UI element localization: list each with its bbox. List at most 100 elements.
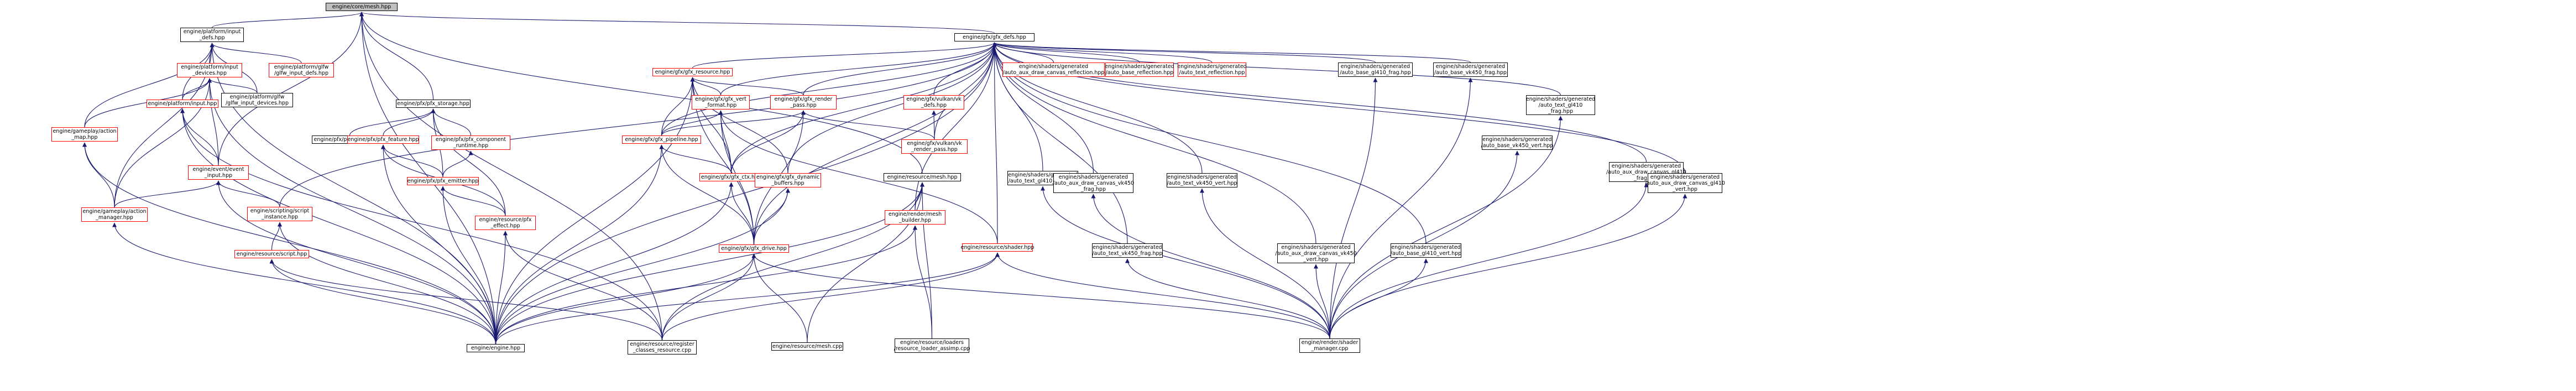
edge-gfx_drive-to-gfx_ctx xyxy=(729,182,755,245)
edge-gfx_pipeline-to-gfx_resource xyxy=(661,77,695,136)
edge-engine-to-res_shader xyxy=(495,252,1000,345)
node-vulkan-vk-defs[interactable]: engine/gfx/vulkan/vk _defs.hpp xyxy=(903,95,964,110)
node-gfx-render-pass[interactable]: engine/gfx/gfx_render _pass.hpp xyxy=(770,95,837,110)
edge-gfx_dyn_buf-to-gfx_defs xyxy=(787,42,997,174)
node-shader-base-gl410-frag[interactable]: engine/shaders/generated /auto_base_gl41… xyxy=(1338,62,1413,77)
node-gfx-pipeline[interactable]: engine/gfx/gfx_pipeline.hpp xyxy=(622,135,701,144)
node-glfw-input-devices[interactable]: engine/platform/glfw /glfw_input_devices… xyxy=(221,93,293,107)
node-resource-script[interactable]: engine/resource/script.hpp xyxy=(234,250,309,258)
node-gfx-ctx[interactable]: engine/gfx/gfx_ctx.hpp xyxy=(699,173,763,181)
node-shader-base-reflection[interactable]: engine/shaders/generated /auto_base_refl… xyxy=(1105,62,1174,77)
edge-engine-to-ev_input xyxy=(216,180,497,345)
edge-p_input-to-pinput_devices xyxy=(182,78,212,100)
edge-pfx_storage-to-mesh xyxy=(359,12,434,100)
edge-ev_input-to-pinput_devices xyxy=(207,78,219,166)
node-platform-input-devices[interactable]: engine/platform/input _devices.hpp xyxy=(177,63,242,77)
edge-glfw_input_defs-to-pinput_defs xyxy=(210,43,302,64)
node-render-mesh-builder[interactable]: engine/render/mesh _builder.hpp xyxy=(885,210,945,225)
edge-engine-to-gfx_ctx xyxy=(495,182,734,345)
edge-shader_mgr-to-gfx_drive xyxy=(751,253,1330,339)
node-script-instance[interactable]: engine/scripting/script _instance.hpp xyxy=(247,207,312,221)
node-resource-mesh-cpp[interactable]: engine/resource/mesh.cpp xyxy=(771,342,843,351)
edge-vk_render_pass-to-gfx_render_pass xyxy=(801,110,935,140)
node-shader-canvas-gl410-vert[interactable]: engine/shaders/generated /auto_aux_draw_… xyxy=(1645,173,1725,193)
node-core-mesh[interactable]: engine/core/mesh.hpp xyxy=(326,3,398,11)
edge-gfx_pipeline-to-gfx_render_pass xyxy=(661,110,806,136)
node-resource-shader[interactable]: engine/resource/shader.hpp xyxy=(960,243,1034,252)
edge-pfx_emitter-to-pfx_comp_rt xyxy=(442,150,473,178)
edge-ev_input-to-mesh xyxy=(218,12,364,166)
node-resource-loader-assimp[interactable]: engine/resource/loaders /resource_loader… xyxy=(893,338,970,353)
node-platform-input-defs[interactable]: engine/platform/input _defs.hpp xyxy=(180,28,244,42)
edge-reg_classes-to-mesh xyxy=(359,12,663,341)
edge-pinput_defs-to-mesh xyxy=(211,12,364,28)
edge-engine-to-res_script xyxy=(269,259,497,345)
node-shader-canvas-vk450-frag[interactable]: engine/shaders/generated /auto_aux_draw_… xyxy=(1052,173,1135,193)
edge-gfx_pipeline-to-gfx_defs xyxy=(661,42,997,136)
edge-sh_base_vk450_frag-to-gfx_defs xyxy=(992,42,1471,63)
edge-loader_assimp-to-rend_mesh_builder xyxy=(913,225,933,339)
edge-sh_base_refl-to-gfx_defs xyxy=(992,42,1140,63)
node-gameplay-action-map[interactable]: engine/gameplay/action _map.hpp xyxy=(51,127,118,142)
edge-reg_classes-to-p_input xyxy=(180,108,663,341)
edge-engine-to-res_mesh xyxy=(495,182,924,345)
edge-sh_base_gl410_frag-to-gfx_defs xyxy=(992,42,1376,63)
edge-pfx_emitter-to-pfx_feature xyxy=(381,144,443,178)
node-engine[interactable]: engine/engine.hpp xyxy=(467,344,525,352)
edge-loader_assimp-to-res_mesh xyxy=(920,182,933,339)
node-gameplay-action-manager[interactable]: engine/gameplay/action _manager.hpp xyxy=(81,207,148,222)
edge-shader_mgr-to-sh_canvas_gl410_vert xyxy=(1329,194,1687,339)
node-gfx-dynamic-buffers[interactable]: engine/gfx/gfx_dynamic _buffers.hpp xyxy=(755,173,821,187)
node-gfx-resource[interactable]: engine/gfx/gfx_resource.hpp xyxy=(652,68,733,76)
edge-engine-to-sc_instance xyxy=(278,222,497,345)
node-gfx-drive[interactable]: engine/gfx/gfx_drive.hpp xyxy=(719,244,789,253)
edge-gfx_vert_format-to-gfx_defs xyxy=(720,42,997,96)
node-resource-pfx-effect[interactable]: engine/resource/pfx _effect.hpp xyxy=(475,216,536,230)
edge-sh_text_refl-to-gfx_defs xyxy=(992,42,1213,63)
node-shader-text-vk450-frag[interactable]: engine/shaders/generated /auto_text_vk45… xyxy=(1092,243,1163,258)
node-vulkan-vk-render-pass[interactable]: engine/gfx/vulkan/vk _render_pass.hpp xyxy=(901,139,968,154)
edge-ga_manager-to-ev_input xyxy=(114,180,221,208)
node-shader-base-vk450-frag[interactable]: engine/shaders/generated /auto_base_vk45… xyxy=(1433,62,1508,77)
edge-sh_text_gl410_frag-to-gfx_defs xyxy=(992,42,1561,96)
edge-engine-to-pfx_emitter xyxy=(441,186,497,345)
edge-sh_canvas_vk450_frag-to-gfx_defs xyxy=(992,42,1094,174)
edge-ga_map-to-pinput_defs xyxy=(84,43,215,128)
node-pfx-storage[interactable]: engine/pfx/pfx_storage.hpp xyxy=(396,100,471,108)
node-event-input[interactable]: engine/event/event _input.hpp xyxy=(188,165,249,180)
edge-engine-to-ga_manager xyxy=(112,222,497,345)
node-register-classes-resource[interactable]: engine/resource/register _classes_resour… xyxy=(628,340,697,354)
node-shader-text-vk450-vert[interactable]: engine/shaders/generated /auto_text_vk45… xyxy=(1167,173,1237,187)
node-shader-text-gl410-frag[interactable]: engine/shaders/generated /auto_text_gl41… xyxy=(1525,95,1596,115)
node-shader-base-vk450-vert[interactable]: engine/shaders/generated /auto_base_vk45… xyxy=(1481,135,1554,150)
edge-gfx_drive-to-gfx_pipeline xyxy=(659,144,755,245)
node-shader-canvas-reflection[interactable]: engine/shaders/generated /auto_aux_draw_… xyxy=(1002,62,1105,77)
node-pfx-emitter[interactable]: engine/pfx/pfx_emitter.hpp xyxy=(407,177,479,185)
edge-shader_mgr-to-sh_text_gl410_vert xyxy=(1041,186,1330,339)
edge-sc_instance-to-ev_input xyxy=(216,180,280,207)
edge-engine-to-p_input xyxy=(180,108,497,345)
node-gfx-defs[interactable]: engine/gfx/gfx_defs.hpp xyxy=(954,33,1034,41)
node-render-shader-manager[interactable]: engine/render/shader _manager.cpp xyxy=(1299,338,1360,353)
node-gfx-vert-format[interactable]: engine/gfx/gfx_vert _format.hpp xyxy=(692,95,750,110)
edge-res_mesh_cpp-to-gfx_drive xyxy=(751,253,808,343)
edge-gfx_pipeline-to-gfx_vert_format xyxy=(661,110,723,136)
edge-gfx_ctx-to-gfx_pipeline xyxy=(659,144,732,174)
node-shader-text-reflection[interactable]: engine/shaders/generated /auto_text_refl… xyxy=(1177,62,1247,77)
edge-engine-to-res_pfx_effect xyxy=(495,231,508,345)
edge-gfx_ctx-to-gfx_defs xyxy=(730,42,997,174)
node-resource-mesh[interactable]: engine/resource/mesh.hpp xyxy=(884,173,961,181)
edge-glfw_input_devices-to-pinput_devices xyxy=(207,78,258,93)
node-shader-canvas-gl410-frag[interactable]: engine/shaders/generated /auto_aux_draw_… xyxy=(1606,162,1686,182)
edge-gfx_ctx-to-gfx_render_pass xyxy=(730,110,806,174)
node-shader-base-gl410-vert[interactable]: engine/shaders/generated /auto_base_gl41… xyxy=(1390,243,1462,258)
node-platform-input[interactable]: engine/platform/input.hpp xyxy=(147,100,218,108)
node-glfw-input-defs[interactable]: engine/platform/glfw /glfw_input_defs.hp… xyxy=(269,63,334,77)
node-shader-canvas-vk450-vert[interactable]: engine/shaders/generated /auto_aux_draw_… xyxy=(1275,243,1357,263)
edge-ga_manager-to-ga_map xyxy=(82,142,115,208)
edge-gfx_drive-to-gfx_defs xyxy=(753,42,997,245)
node-pfx-component-runtime[interactable]: engine/pfx/pfx_component _runtime.hpp xyxy=(431,135,510,150)
edge-shader_mgr-to-sh_text_vk450_vert xyxy=(1200,188,1330,339)
node-pfx-feature[interactable]: engine/pfx/pfx_feature.hpp xyxy=(347,135,419,144)
